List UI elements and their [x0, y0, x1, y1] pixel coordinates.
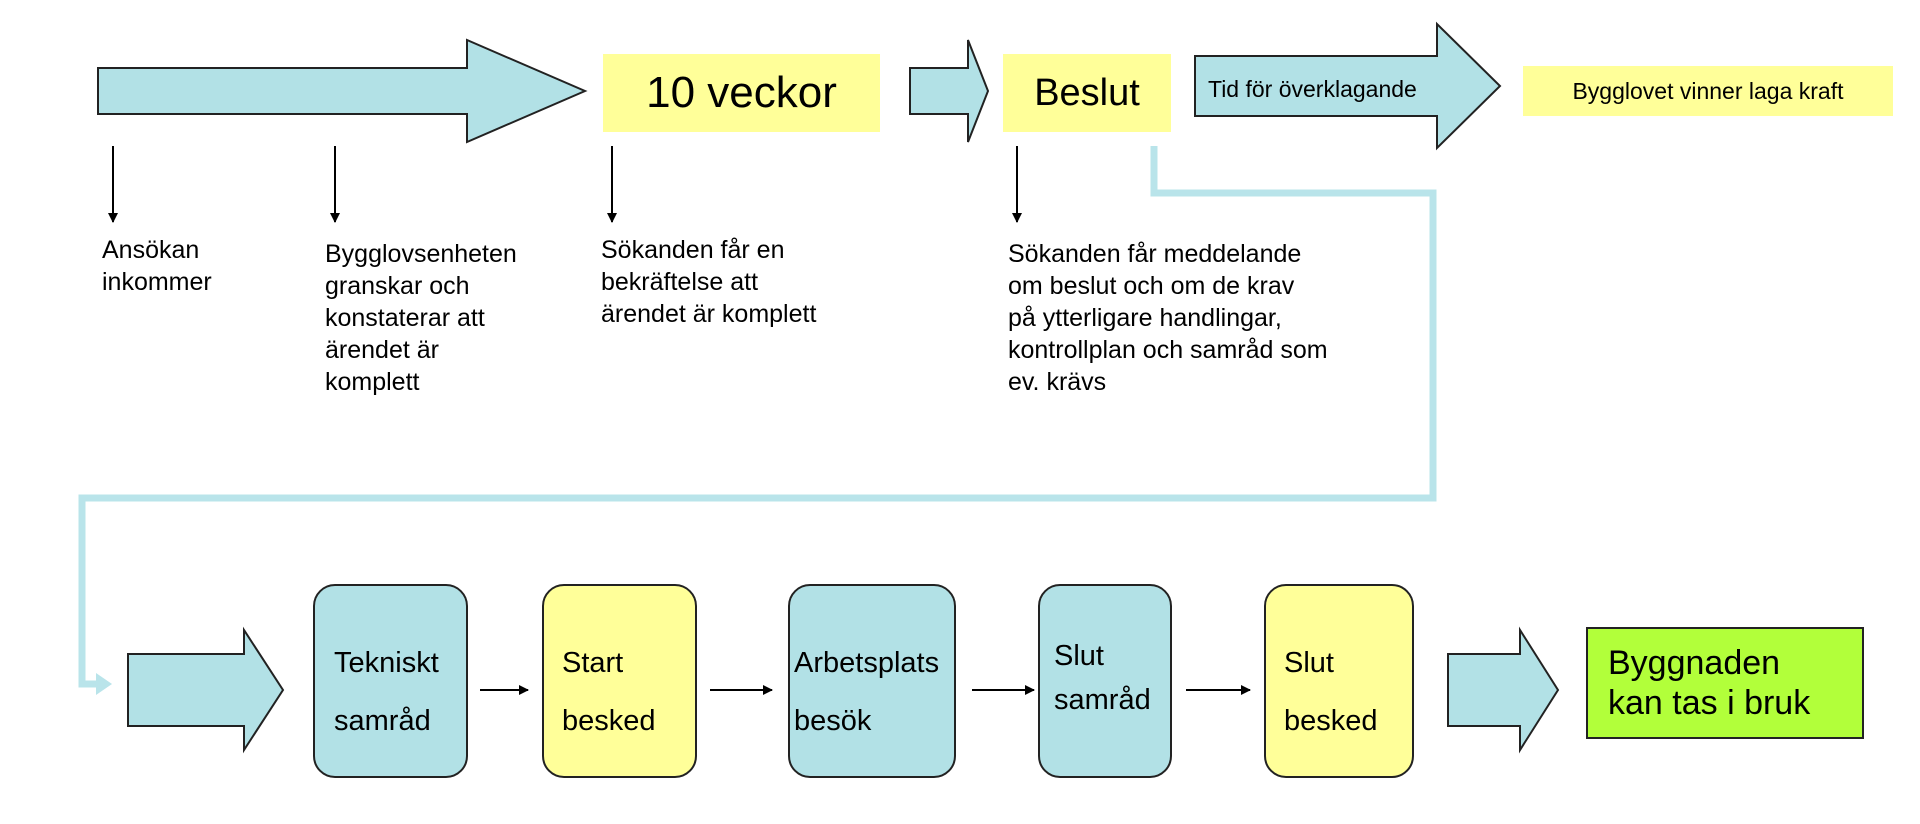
note-line: kontrollplan och samråd som: [1008, 336, 1328, 364]
appeal-arrow: [1194, 21, 1502, 151]
decision-box: Beslut: [1003, 54, 1171, 132]
note-line: ev. krävs: [1008, 368, 1107, 396]
step-site-visit: Arbetsplats besök: [788, 584, 956, 778]
final-label: kan tas i bruk: [1608, 684, 1811, 722]
note-line: Sökanden får en: [601, 236, 785, 264]
note-line: inkommer: [102, 268, 212, 296]
bottom-start-arrow: [127, 626, 285, 754]
connector-line: [78, 146, 1437, 688]
step-label: Tekniskt: [334, 647, 439, 679]
note-line: Ansökan: [102, 236, 200, 264]
process-arrow-short: [909, 39, 990, 143]
note-line: bekräftelse att: [601, 268, 759, 296]
weeks-label: 10 veckor: [646, 68, 837, 117]
appeal-label: Tid för överklagande: [1208, 76, 1417, 102]
legal-force-label: Bygglovet vinner laga kraft: [1572, 77, 1844, 104]
step-label: Slut: [1284, 647, 1334, 679]
note-line: Bygglovsenheten: [325, 240, 517, 268]
step-final-consultation: Slut samråd: [1038, 584, 1172, 778]
note-decision-info: Sökanden får meddelande om beslut och om…: [1008, 238, 1328, 398]
step-label: Arbetsplats: [794, 647, 940, 679]
note-line: komplett: [325, 368, 420, 396]
weeks-box: 10 veckor: [603, 54, 880, 132]
decision-label: Beslut: [1034, 71, 1140, 114]
step-technical-consultation: Tekniskt samråd: [313, 584, 468, 778]
note-line: ärendet är komplett: [601, 300, 817, 328]
note-application: Ansökan inkommer: [102, 234, 212, 298]
legal-force-box: Bygglovet vinner laga kraft: [1523, 66, 1893, 116]
step-label: Slut: [1054, 640, 1104, 672]
connector-arrowhead: [96, 673, 112, 695]
bottom-end-arrow: [1447, 626, 1560, 754]
step-start-notice: Start besked: [542, 584, 697, 778]
step-label: samråd: [334, 705, 431, 737]
note-line: ärendet är: [325, 336, 439, 364]
step-label: besked: [562, 705, 656, 737]
process-arrow-main: [97, 38, 588, 144]
step-label: besök: [794, 705, 872, 737]
step-label: besked: [1284, 705, 1378, 737]
note-line: Sökanden får meddelande: [1008, 240, 1302, 268]
final-label: Byggnaden: [1608, 644, 1781, 682]
note-line: om beslut och om de krav: [1008, 272, 1295, 300]
step-label: samråd: [1054, 684, 1151, 716]
building-usable-box: Byggnaden kan tas i bruk: [1586, 627, 1864, 739]
note-review: Bygglovsenheten granskar och konstaterar…: [325, 238, 517, 398]
note-line: på ytterligare handlingar,: [1008, 304, 1282, 332]
note-confirmation: Sökanden får en bekräftelse att ärendet …: [601, 234, 816, 330]
note-line: konstaterar att: [325, 304, 485, 332]
step-label: Start: [562, 647, 624, 679]
note-line: granskar och: [325, 272, 470, 300]
step-final-notice: Slut besked: [1264, 584, 1414, 778]
